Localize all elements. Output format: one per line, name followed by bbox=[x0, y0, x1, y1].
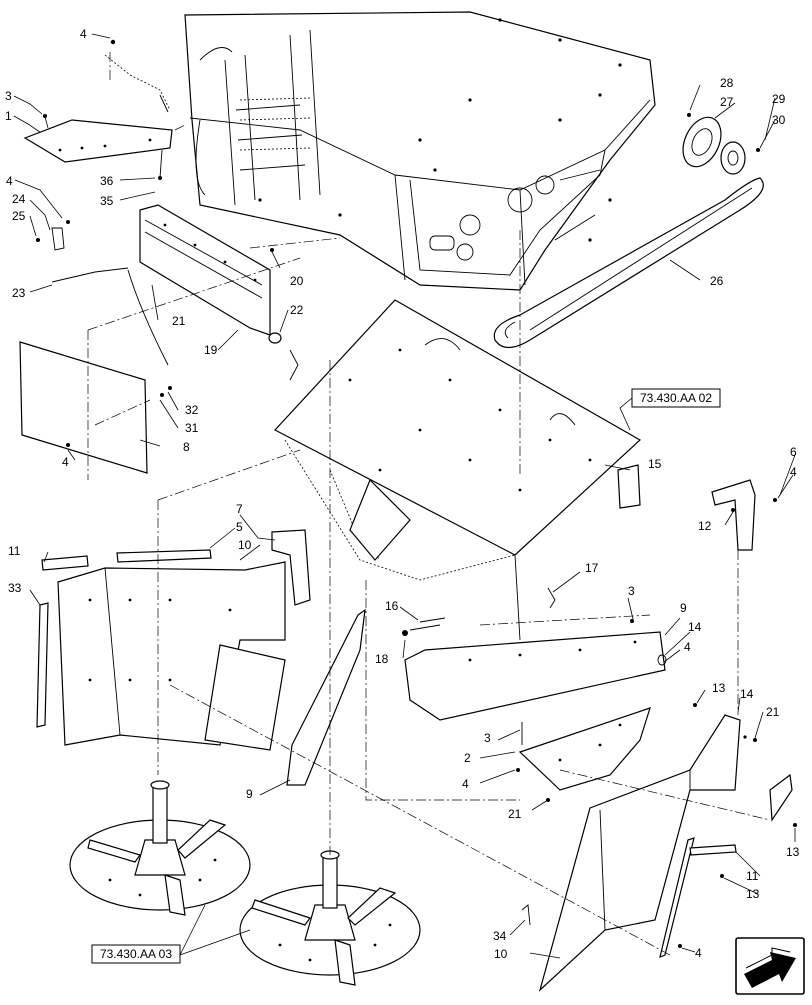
callout-3: 3 bbox=[5, 89, 12, 103]
callout-12: 12 bbox=[698, 519, 712, 533]
callout-17: 17 bbox=[585, 561, 599, 575]
callout-4: 4 bbox=[62, 455, 69, 469]
callout-24: 24 bbox=[12, 192, 26, 206]
pulley-assembly bbox=[682, 113, 760, 175]
callout-7: 7 bbox=[236, 502, 243, 516]
reference-box-aa03[interactable]: 73.430.AA 03 bbox=[91, 944, 181, 964]
callout-33: 33 bbox=[8, 581, 22, 595]
callout-6: 6 bbox=[790, 445, 797, 459]
callout-15: 15 bbox=[648, 457, 662, 471]
callout-21: 21 bbox=[766, 705, 780, 719]
callouts: 4 3 1 36 35 4 24 25 23 21 19 20 22 32 31… bbox=[5, 27, 800, 961]
left-deflector bbox=[36, 529, 311, 751]
callout-18: 18 bbox=[375, 652, 389, 666]
callout-10: 10 bbox=[238, 538, 252, 552]
callout-13: 13 bbox=[746, 887, 760, 901]
callout-14: 14 bbox=[740, 687, 754, 701]
callout-34: 34 bbox=[493, 929, 507, 943]
callout-26: 26 bbox=[710, 274, 724, 288]
svg-text:73.430.AA 02: 73.430.AA 02 bbox=[640, 391, 712, 405]
callout-32: 32 bbox=[185, 403, 199, 417]
callout-5: 5 bbox=[236, 520, 243, 534]
callout-3: 3 bbox=[628, 584, 635, 598]
right-hardware bbox=[402, 479, 797, 992]
callout-3: 3 bbox=[484, 731, 491, 745]
assembly-centerlines bbox=[87, 52, 771, 956]
hopper-floor bbox=[274, 299, 642, 641]
callout-29: 29 bbox=[772, 92, 786, 106]
callout-23: 23 bbox=[12, 286, 26, 300]
callout-9: 9 bbox=[680, 601, 687, 615]
hinged-cover bbox=[139, 204, 282, 344]
callout-4: 4 bbox=[790, 465, 797, 479]
callout-14: 14 bbox=[688, 620, 702, 634]
callout-20: 20 bbox=[290, 274, 304, 288]
left-hardware bbox=[36, 39, 299, 381]
callout-4: 4 bbox=[80, 27, 87, 41]
callout-21: 21 bbox=[508, 807, 522, 821]
callout-25: 25 bbox=[12, 209, 26, 223]
callout-4: 4 bbox=[695, 946, 702, 960]
callout-4: 4 bbox=[462, 777, 469, 791]
callout-11: 11 bbox=[8, 544, 21, 558]
callout-4: 4 bbox=[6, 174, 13, 188]
spinner-disc-right bbox=[239, 850, 421, 986]
callout-10: 10 bbox=[494, 947, 508, 961]
reference-box-aa02[interactable]: 73.430.AA 02 bbox=[619, 388, 721, 431]
callout-9: 9 bbox=[246, 787, 253, 801]
callout-28: 28 bbox=[720, 76, 734, 90]
callout-36: 36 bbox=[100, 174, 114, 188]
drive-belt bbox=[493, 177, 764, 349]
callout-8: 8 bbox=[183, 440, 190, 454]
callout-1: 1 bbox=[5, 109, 12, 123]
callout-22: 22 bbox=[290, 303, 304, 317]
bracket-15 bbox=[617, 464, 641, 509]
callout-13: 13 bbox=[712, 681, 726, 695]
callout-4: 4 bbox=[684, 640, 691, 654]
callout-2: 2 bbox=[464, 751, 471, 765]
left-access-panel bbox=[19, 341, 172, 474]
callout-11: 11 bbox=[746, 869, 759, 883]
callout-16: 16 bbox=[385, 599, 399, 613]
next-page-arrow-icon[interactable] bbox=[735, 937, 805, 995]
machine-frame bbox=[184, 11, 656, 291]
spinner-disc-left bbox=[69, 780, 251, 916]
callout-21: 21 bbox=[172, 314, 186, 328]
callout-35: 35 bbox=[100, 194, 114, 208]
upper-left-shield bbox=[23, 114, 173, 163]
svg-text:73.430.AA 03: 73.430.AA 03 bbox=[100, 947, 172, 961]
leader-lines bbox=[13, 33, 796, 959]
callout-13: 13 bbox=[786, 845, 800, 859]
callout-27: 27 bbox=[720, 95, 734, 109]
vane-left bbox=[286, 608, 366, 786]
callout-30: 30 bbox=[772, 113, 786, 127]
callout-19: 19 bbox=[204, 343, 218, 357]
callout-31: 31 bbox=[185, 421, 199, 435]
